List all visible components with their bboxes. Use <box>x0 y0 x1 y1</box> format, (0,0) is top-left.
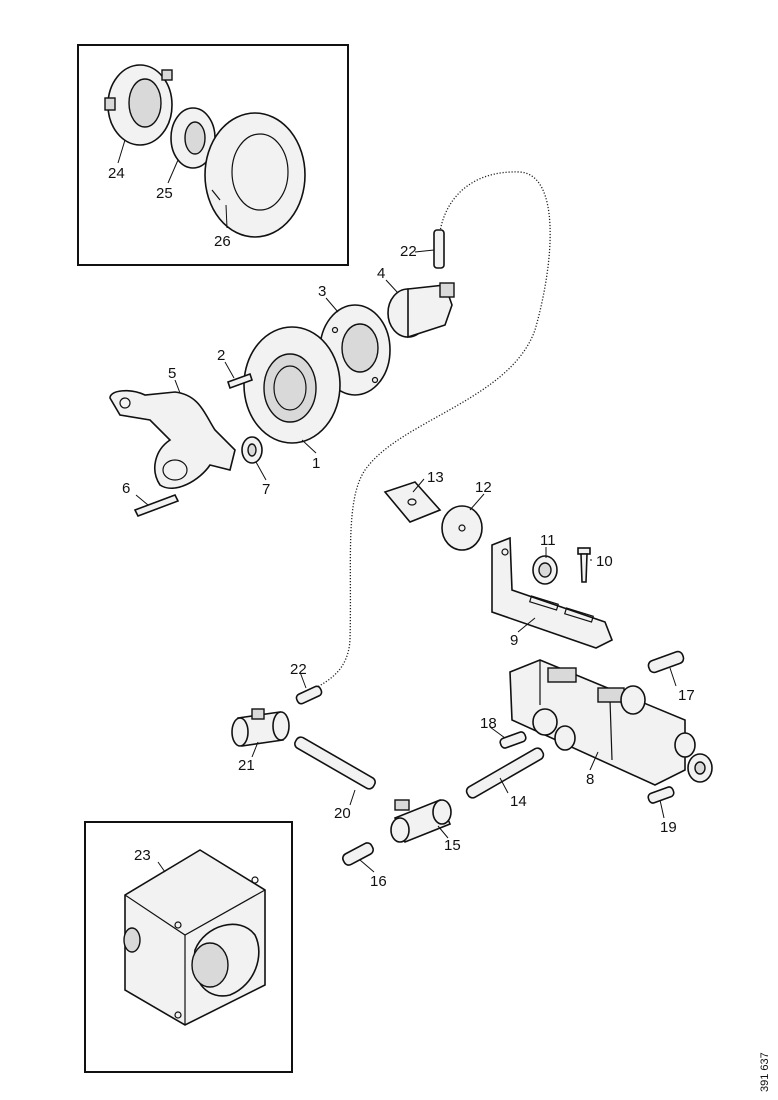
part-22-lower-sleeve <box>295 685 323 705</box>
label-5: 5 <box>168 365 176 382</box>
part-2-screw <box>226 372 254 390</box>
part-13-clip <box>383 481 442 523</box>
part-19-pin <box>647 786 675 804</box>
part-7-nut <box>241 436 263 464</box>
part-21-fitting <box>231 708 290 747</box>
part-25-gasket <box>170 107 216 169</box>
part-17-pin <box>647 650 685 674</box>
label-7: 7 <box>262 481 270 498</box>
label-26: 26 <box>214 233 231 250</box>
label-25: 25 <box>156 185 173 202</box>
part-26-cover <box>204 112 306 238</box>
label-11: 11 <box>540 532 556 549</box>
label-2: 2 <box>217 347 225 364</box>
part-6-screw <box>133 493 180 518</box>
inset-box-top <box>77 44 349 266</box>
leader-lines <box>117 139 677 873</box>
part-20-tube <box>294 736 376 790</box>
label-18: 18 <box>480 715 497 732</box>
part-23-control-box <box>123 849 266 1026</box>
label-19: 19 <box>660 819 677 836</box>
label-13: 13 <box>427 469 444 486</box>
part-18-pin <box>499 731 527 749</box>
label-22-lower: 22 <box>290 661 307 678</box>
label-6: 6 <box>122 480 130 497</box>
part-15-fitting <box>390 798 452 844</box>
part-8-valve-block <box>509 659 713 786</box>
part-22-upper-sleeve <box>433 229 445 269</box>
label-1: 1 <box>312 455 320 472</box>
part-12-washer <box>441 505 483 551</box>
label-12: 12 <box>475 479 492 496</box>
part-labels: 24 25 26 22 4 3 2 5 1 7 6 13 12 11 10 9 … <box>108 165 695 890</box>
part-4-connector <box>387 282 455 339</box>
label-9: 9 <box>510 632 518 649</box>
inset-box-bottom <box>84 821 293 1073</box>
label-10: 10 <box>596 553 613 570</box>
part-16-pin <box>342 842 374 866</box>
label-22-upper: 22 <box>400 243 417 260</box>
label-23: 23 <box>134 847 151 864</box>
part-24-clamp-ring <box>104 64 173 146</box>
label-24: 24 <box>108 165 125 182</box>
label-3: 3 <box>318 283 326 300</box>
label-15: 15 <box>444 837 461 854</box>
part-1-housing <box>243 326 341 444</box>
label-16: 16 <box>370 873 387 890</box>
label-4: 4 <box>377 265 385 282</box>
label-8: 8 <box>586 771 594 788</box>
part-10-bolt <box>577 547 591 583</box>
part-9-mounting-plate <box>491 536 614 649</box>
figure-reference: 391 637 <box>759 1052 771 1092</box>
label-20: 20 <box>334 805 351 822</box>
label-14: 14 <box>510 793 527 810</box>
label-17: 17 <box>678 687 695 704</box>
part-14-tube <box>465 747 545 799</box>
label-21: 21 <box>238 757 255 774</box>
part-5-bracket <box>109 389 236 490</box>
part-11-bushing <box>532 555 558 585</box>
